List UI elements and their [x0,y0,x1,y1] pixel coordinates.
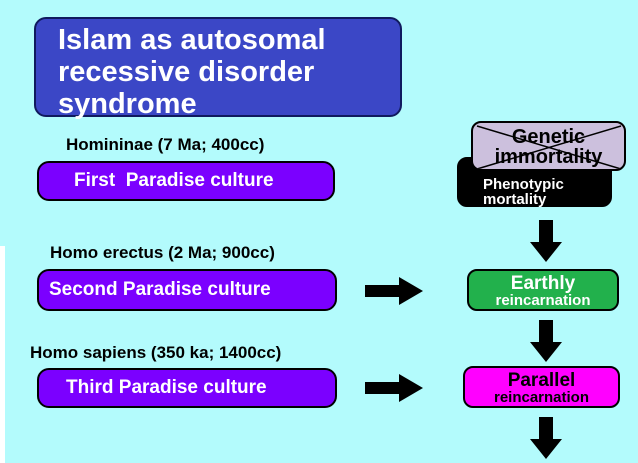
genetic-line2: immortality [494,146,603,168]
pill-third-paradise: Third Paradise culture [37,368,337,408]
earthly-reincarnation-box: Earthly reincarnation [467,269,619,311]
arrow-right-icon [365,374,423,402]
parallel-reincarnation-box: Parallel reincarnation [463,366,620,408]
pill-third-paradise-label: Third Paradise culture [66,377,267,398]
left-edge-strip [0,246,5,463]
phenotypic-line1: Phenotypic [483,176,564,193]
arrow-down-icon [530,320,562,362]
earthly-line2: reincarnation [495,292,591,309]
pill-second-paradise: Second Paradise culture [37,269,337,311]
phenotypic-line2: mortality [483,191,547,208]
arrow-right-icon [365,277,423,305]
genetic-immortality-box: Genetic immortality [471,121,626,171]
pill-second-paradise-label: Second Paradise culture [49,279,271,300]
title-text: Islam as autosomal recessive disorder sy… [58,24,326,120]
parallel-line1: Parallel [507,370,576,391]
heading-homininae: Homininae (7 Ma; 400cc) [66,135,265,154]
title-box: Islam as autosomal recessive disorder sy… [34,17,402,120]
heading-homo-erectus: Homo erectus (2 Ma; 900cc) [50,243,275,262]
parallel-line2: reincarnation [493,389,590,406]
strikethrough-cross-icon [476,125,622,169]
arrow-down-icon [530,417,562,459]
pill-first-paradise: First Paradise culture [37,161,335,201]
pill-first-paradise-label: First Paradise culture [74,170,274,191]
arrow-down-icon [530,220,562,262]
earthly-line1: Earthly [510,273,576,294]
heading-homo-sapiens: Homo sapiens (350 ka; 1400cc) [30,343,282,362]
